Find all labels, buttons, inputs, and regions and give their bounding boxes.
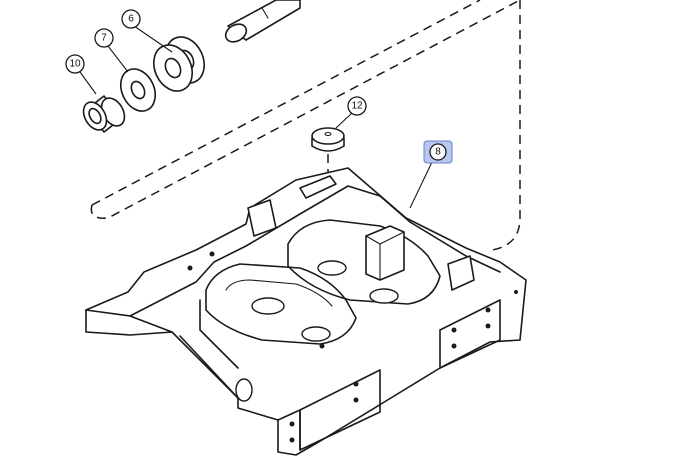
frame-part-8[interactable]	[85, 167, 527, 456]
leader-line-6	[133, 25, 173, 53]
svg-text:10: 10	[69, 59, 81, 70]
leader-line-7	[107, 45, 129, 73]
leader-line-8	[409, 161, 433, 209]
svg-text:7: 7	[101, 33, 107, 44]
svg-text:12: 12	[351, 101, 363, 112]
callout-10[interactable]: 10	[65, 54, 85, 74]
washer-part-7[interactable]	[114, 63, 162, 116]
leader-line-12	[335, 112, 353, 129]
leader-line-10	[79, 71, 97, 95]
shaft-part[interactable]	[222, 0, 301, 45]
callout-12[interactable]: 12	[347, 96, 367, 116]
svg-text:6: 6	[128, 14, 134, 25]
bushing-part-10[interactable]	[79, 94, 129, 134]
svg-text:8: 8	[435, 147, 441, 158]
washer-part-6[interactable]	[147, 31, 212, 98]
callout-7[interactable]: 7	[94, 28, 114, 48]
callout-8-highlighted[interactable]: 8	[423, 140, 453, 164]
callout-6[interactable]: 6	[121, 9, 141, 29]
assembly-boundary-dashed	[90, 0, 521, 251]
